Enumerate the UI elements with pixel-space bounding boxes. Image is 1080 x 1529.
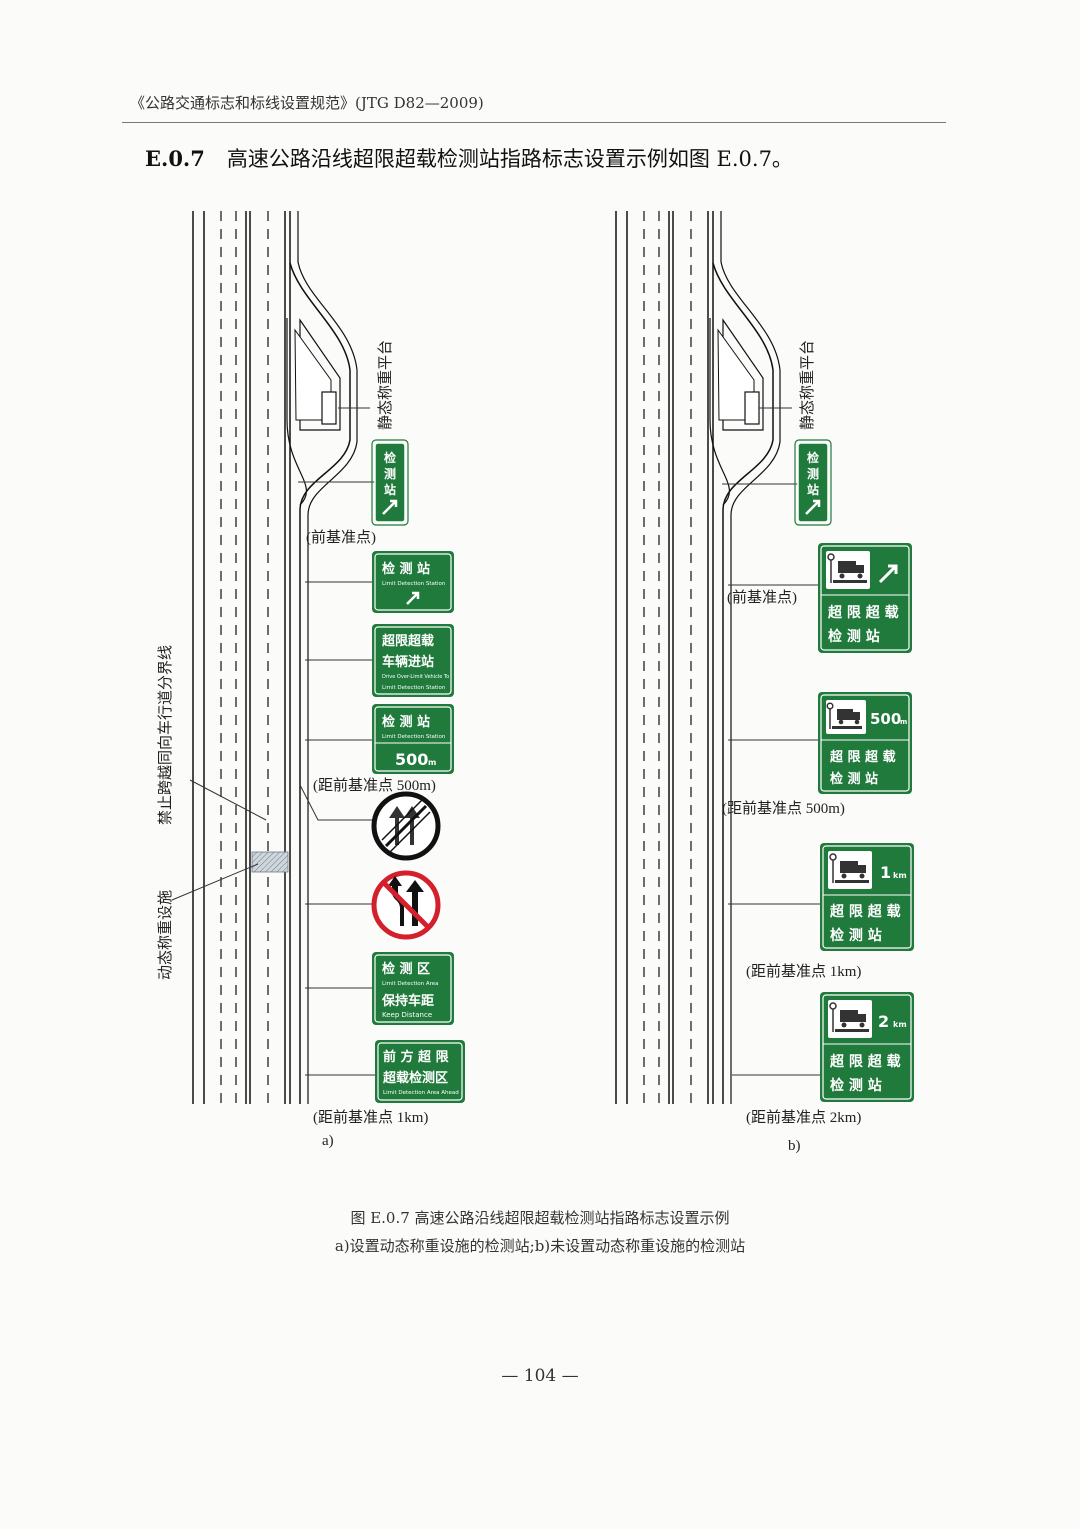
svg-text:测: 测 [807,466,819,481]
figure-subcaption: a)设置动态称重设施的检测站;b)未设置动态称重设施的检测站 [334,1237,746,1255]
svg-text:m: m [900,718,907,726]
sign-station-500-a: 检 测 站 Limit Detection Station 500 m [372,704,454,774]
header-rule [122,122,946,123]
figure-caption: 图 E.0.7 高速公路沿线超限超载检测站指路标志设置示例 [350,1209,730,1227]
svg-text:检 测 区: 检 测 区 [382,961,430,977]
svg-text:超 限 超 载: 超 限 超 载 [829,1053,901,1070]
svg-text:Drive Over-Limit Vehicle To: Drive Over-Limit Vehicle To [382,674,449,680]
road-a [192,211,358,1104]
distance-label-a-2: (距前基准点 1km) [313,1109,428,1126]
distance-label-b-2: (距前基准点 1km) [746,963,861,980]
svg-text:检: 检 [807,450,819,465]
leader-lines-b [722,407,820,1076]
svg-text:检 测 站: 检 测 站 [830,1077,882,1094]
page-number: — 104 — [501,1366,579,1386]
svg-text:检: 检 [384,450,396,465]
arrow-upright-icon [406,591,420,605]
platform-label-a: 静态称重平台 [377,340,394,430]
dynamic-weighing-facility [251,851,289,873]
svg-text:Limit Detection Station: Limit Detection Station [382,685,446,691]
arrow-upright-icon [382,499,398,515]
diagram-b-label: b) [788,1138,801,1154]
svg-text:Keep Distance: Keep Distance [382,1011,432,1019]
vertical-label-a-1: 禁止跨越同向车行道分界线 [157,645,174,825]
svg-text:检 测 站: 检 测 站 [830,771,878,787]
sign-station-arrow-a: 检 测 站 Limit Detection Station [372,551,454,613]
svg-text:检 测 站: 检 测 站 [382,561,430,577]
svg-text:检 测 站: 检 测 站 [382,714,430,730]
vertical-label-a-2: 动态称重设施 [157,890,174,980]
sign-area-keep-distance-a: 检 测 区 Limit Detection Area 保持车距 Keep Dis… [372,952,454,1025]
svg-text:500: 500 [395,750,428,769]
svg-text:km: km [893,1020,907,1029]
section-number: E.0.7 [145,146,205,171]
svg-text:2: 2 [878,1012,889,1031]
arrow-upright-icon [805,499,821,515]
end-no-overtaking-sign [371,791,441,861]
sign-ahead-a: 前 方 超 限 超载检测区 Limit Detection Area Ahead [375,1040,465,1103]
svg-text:500: 500 [870,710,901,728]
svg-text:Limit Detection Station: Limit Detection Station [382,734,446,740]
svg-text:1: 1 [880,863,891,882]
distance-label-a-0: (前基准点) [306,529,376,546]
svg-text:m: m [428,758,436,767]
svg-text:超 限 超 载: 超 限 超 载 [830,749,896,765]
svg-text:测: 测 [384,466,396,481]
svg-text:km: km [893,871,907,880]
distance-label-a-1: (距前基准点 500m) [313,777,436,794]
distance-label-b-1: (距前基准点 500m) [722,800,845,817]
svg-text:超限超载: 超限超载 [382,633,434,649]
sign-station-vertical-b: 检 测 站 [794,439,832,526]
section-text: 高速公路沿线超限超载检测站指路标志设置示例如图 E.0.7。 [226,147,793,171]
sign-station-1km-b: 1 km 超 限 超 载 检 测 站 [820,843,914,951]
svg-text:检 测 站: 检 测 站 [830,927,882,944]
svg-text:Limit Detection Area Ahead: Limit Detection Area Ahead [383,1090,459,1096]
sign-station-2km-b: 2 km 超 限 超 载 检 测 站 [820,992,914,1102]
sign-station-vertical-a: 检 测 站 [371,439,409,526]
distance-label-b-0: (前基准点) [727,589,797,606]
svg-text:超载检测区: 超载检测区 [383,1070,448,1086]
svg-text:站: 站 [384,482,396,497]
no-overtaking-sign [371,870,441,940]
arrow-upright-icon [878,564,898,584]
svg-text:前 方 超 限: 前 方 超 限 [383,1049,450,1065]
sign-station-arrow-b: 超 限 超 载 检 测 站 [818,543,912,653]
svg-text:超 限 超 载: 超 限 超 载 [827,604,899,621]
sign-enter-a: 超限超载 车辆进站 Drive Over-Limit Vehicle To Li… [372,624,454,697]
running-header: 《公路交通标志和标线设置规范》(JTG D82—2009) [130,94,484,112]
svg-text:保持车距: 保持车距 [381,993,434,1009]
section-heading: E.0.7 高速公路沿线超限超载检测站指路标志设置示例如图 E.0.7。 [145,143,793,173]
leader-lines-a [171,407,375,1076]
svg-text:Limit Detection Area: Limit Detection Area [382,981,439,987]
road-b [615,211,781,1104]
diagram-a-label: a) [322,1133,334,1149]
svg-text:站: 站 [807,482,819,497]
distance-label-b-3: (距前基准点 2km) [746,1109,861,1126]
arrow-up-icon [406,880,424,926]
svg-text:Limit Detection Station: Limit Detection Station [382,581,446,587]
svg-text:超 限 超 载: 超 限 超 载 [829,903,901,920]
platform-label-b: 静态称重平台 [799,340,816,430]
sign-station-500-b: 500 m 超 限 超 载 检 测 站 [818,692,912,794]
svg-text:检 测 站: 检 测 站 [828,628,880,645]
svg-text:车辆进站: 车辆进站 [382,654,434,670]
